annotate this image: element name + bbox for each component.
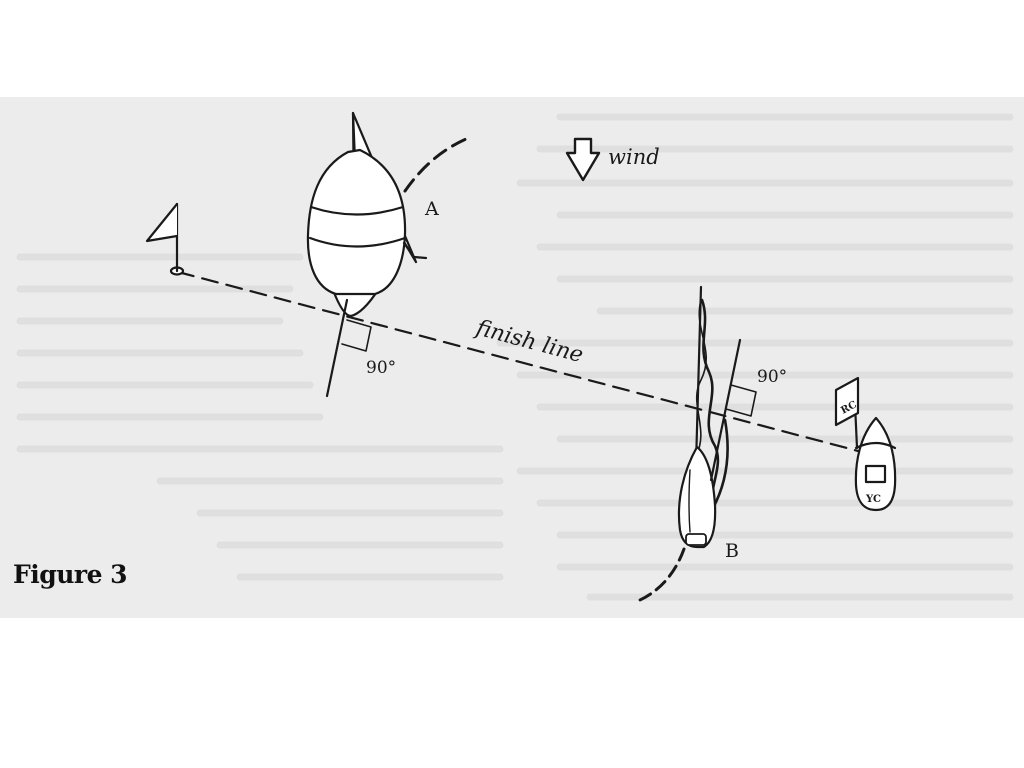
boat-a-track xyxy=(403,137,468,193)
bleed-through-texture xyxy=(16,113,1014,601)
committee-boat xyxy=(834,376,897,512)
boat-b-track xyxy=(638,547,686,602)
boat-b-angle-label: 90° xyxy=(757,367,787,387)
wind-label: wind xyxy=(608,145,660,169)
finish-line-label: finish line xyxy=(472,315,586,368)
boat-b-label: B xyxy=(725,540,739,562)
finish-line xyxy=(176,270,864,454)
boat-a-angle-label: 90° xyxy=(366,358,396,378)
boat-a-label: A xyxy=(424,198,439,220)
boat-b xyxy=(677,285,729,549)
boat-a-right-angle xyxy=(341,319,372,352)
down-arrow-icon xyxy=(565,137,601,182)
flag-icon xyxy=(145,202,185,276)
boat-a xyxy=(306,111,428,318)
boat-b-right-angle xyxy=(725,384,757,417)
committee-boat-label: YC xyxy=(865,494,881,505)
figure-caption: Figure 3 xyxy=(13,560,128,589)
boat-b-perpendicular xyxy=(709,338,742,482)
boat-a-perpendicular xyxy=(325,298,349,398)
